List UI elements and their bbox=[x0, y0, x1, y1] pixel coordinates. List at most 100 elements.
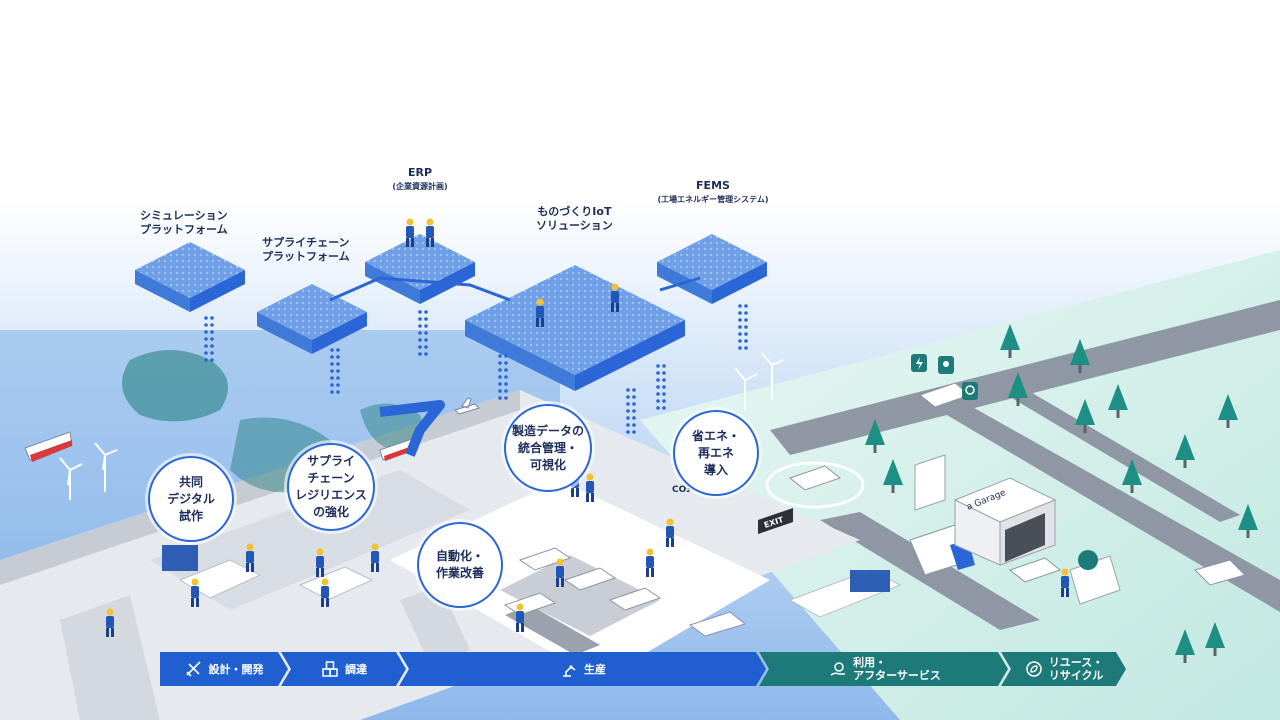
data-link-dot bbox=[656, 406, 660, 410]
co2-label: CO₂ bbox=[672, 485, 690, 495]
data-link-dot bbox=[744, 304, 748, 308]
data-link-dot bbox=[498, 361, 502, 365]
data-link-dot bbox=[204, 330, 208, 334]
tree-icon bbox=[883, 459, 903, 493]
data-link-dot bbox=[204, 323, 208, 327]
data-link-dot bbox=[336, 390, 340, 394]
bubble-automation: 自動化・ 作業改善 bbox=[417, 522, 503, 608]
data-link-dot bbox=[656, 385, 660, 389]
bubble-data-integration: 製造データの 統合管理・ 可視化 bbox=[504, 404, 592, 492]
data-link-dot bbox=[204, 316, 208, 320]
fems-platform-block bbox=[657, 234, 767, 304]
stage-aftersales[interactable]: 利用・アフターサービス bbox=[772, 652, 998, 686]
data-link-dot bbox=[504, 389, 508, 393]
data-link-dot bbox=[744, 311, 748, 315]
data-link-dot bbox=[656, 399, 660, 403]
data-link-dot bbox=[330, 348, 334, 352]
stage-recycle[interactable]: リユース・リサイクル bbox=[1012, 652, 1116, 686]
data-link-dot bbox=[204, 337, 208, 341]
worker-figure bbox=[246, 543, 254, 572]
data-link-dot bbox=[626, 409, 630, 413]
data-link-dot bbox=[210, 358, 214, 362]
data-link-dot bbox=[210, 344, 214, 348]
data-link-dot bbox=[210, 351, 214, 355]
data-link-dot bbox=[738, 304, 742, 308]
data-link-dot bbox=[504, 354, 508, 358]
data-link-dot bbox=[498, 354, 502, 358]
data-link-dot bbox=[498, 375, 502, 379]
stage-production[interactable]: 生産 bbox=[410, 652, 756, 686]
data-link-dot bbox=[738, 325, 742, 329]
data-link-dot bbox=[662, 406, 666, 410]
fems-label: FEMS (工場エネルギー管理システム) bbox=[657, 179, 769, 204]
worker-figure bbox=[536, 298, 544, 327]
data-link-dot bbox=[632, 430, 636, 434]
tree-icon bbox=[1218, 394, 1238, 428]
bubble-energy: 省エネ・ 再エネ 導入 bbox=[673, 410, 759, 496]
data-link-dot bbox=[424, 331, 428, 335]
data-link-dot bbox=[656, 371, 660, 375]
tree-icon bbox=[1205, 622, 1225, 656]
data-link-dot bbox=[330, 369, 334, 373]
tree-icon bbox=[865, 419, 885, 453]
worker-figure bbox=[406, 218, 414, 247]
data-link-dot bbox=[744, 339, 748, 343]
data-link-dot bbox=[632, 409, 636, 413]
data-link-dot bbox=[418, 324, 422, 328]
data-link-dot bbox=[744, 332, 748, 336]
data-link-dot bbox=[330, 376, 334, 380]
data-link-dot bbox=[418, 338, 422, 342]
gear-hand-icon bbox=[830, 662, 846, 676]
iot-solution-label: ものづくりIoT ソリューション bbox=[536, 205, 613, 232]
settings-pin-icon bbox=[962, 382, 978, 400]
bubble-supply-resilience: サプライ チェーン レジリエンス の強化 bbox=[287, 443, 375, 531]
data-link-dot bbox=[210, 337, 214, 341]
data-link-dot bbox=[424, 338, 428, 342]
data-link-dot bbox=[418, 331, 422, 335]
bubble-digital-prototype: 共同 デジタル 試作 bbox=[148, 456, 234, 542]
worker-figure bbox=[191, 578, 199, 607]
worker-figure bbox=[586, 473, 594, 502]
data-link-dot bbox=[632, 395, 636, 399]
data-link-dot bbox=[662, 378, 666, 382]
data-link-dot bbox=[336, 376, 340, 380]
data-link-dot bbox=[336, 348, 340, 352]
stage-procurement[interactable]: 調達 bbox=[290, 652, 398, 686]
data-link-dot bbox=[504, 396, 508, 400]
data-link-dot bbox=[498, 389, 502, 393]
data-link-dot bbox=[418, 345, 422, 349]
tree-icon bbox=[1075, 399, 1095, 433]
data-link-dot bbox=[336, 362, 340, 366]
data-link-dot bbox=[424, 324, 428, 328]
data-link-dot bbox=[424, 317, 428, 321]
data-link-dot bbox=[626, 388, 630, 392]
data-link-dot bbox=[204, 358, 208, 362]
data-link-dot bbox=[330, 362, 334, 366]
data-link-dot bbox=[662, 385, 666, 389]
stage-design[interactable]: 設計・開発 bbox=[170, 652, 278, 686]
process-flow-bar: 設計・開発 調達 生産 利用・アフターサービス リユース・リサイクル bbox=[160, 652, 1126, 686]
data-link-dot bbox=[204, 344, 208, 348]
data-link-dot bbox=[504, 375, 508, 379]
data-link-dot bbox=[744, 318, 748, 322]
data-link-dot bbox=[504, 361, 508, 365]
simulation-platform-label: シミュレーション プラットフォーム bbox=[140, 209, 228, 236]
data-link-dot bbox=[656, 364, 660, 368]
data-link-dot bbox=[632, 388, 636, 392]
worker-figure bbox=[666, 518, 674, 547]
worker-figure bbox=[516, 603, 524, 632]
recycle-leaf-icon bbox=[1026, 661, 1042, 677]
data-link-dot bbox=[626, 416, 630, 420]
tree-icon bbox=[1070, 339, 1090, 373]
ship-icon bbox=[24, 431, 73, 462]
erp-label: ERP (企業資源計画) bbox=[392, 166, 448, 191]
data-link-dot bbox=[662, 371, 666, 375]
data-link-dot bbox=[632, 416, 636, 420]
data-link-dot bbox=[330, 390, 334, 394]
data-link-dot bbox=[498, 382, 502, 386]
data-link-dot bbox=[330, 355, 334, 359]
worker-figure bbox=[371, 543, 379, 572]
data-link-dot bbox=[504, 368, 508, 372]
data-link-dot bbox=[662, 392, 666, 396]
